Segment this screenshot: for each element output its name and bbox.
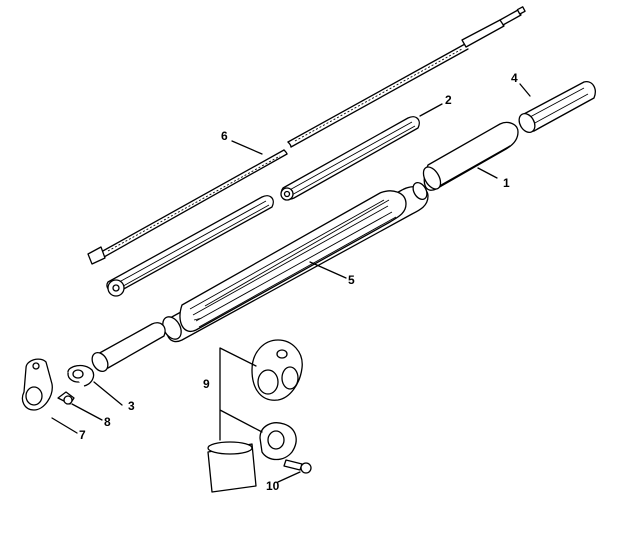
loop-handle <box>251 339 303 401</box>
callout-2: 2 <box>445 93 452 107</box>
callout-9: 9 <box>203 377 210 391</box>
bracket-9 <box>219 347 263 441</box>
tube-upper <box>422 121 519 191</box>
callout-10: 10 <box>266 479 280 493</box>
callout-1: 1 <box>503 176 510 190</box>
clamp <box>21 358 53 411</box>
main-tube <box>162 181 429 343</box>
screw-8 <box>57 391 75 405</box>
tube-lower <box>91 322 166 372</box>
callout-3: 3 <box>128 399 135 413</box>
plug <box>67 364 95 387</box>
sleeve <box>518 81 596 133</box>
leader-lines <box>51 83 531 483</box>
callout-4: 4 <box>511 71 518 85</box>
callout-8: 8 <box>104 415 111 429</box>
screw-10 <box>283 459 312 474</box>
clamp-ring <box>259 422 297 461</box>
callout-6: 6 <box>221 129 228 143</box>
callout-7: 7 <box>79 428 86 442</box>
callout-5: 5 <box>348 273 355 287</box>
bushing <box>207 441 257 493</box>
liner <box>106 116 420 297</box>
drive-shaft <box>87 6 526 265</box>
